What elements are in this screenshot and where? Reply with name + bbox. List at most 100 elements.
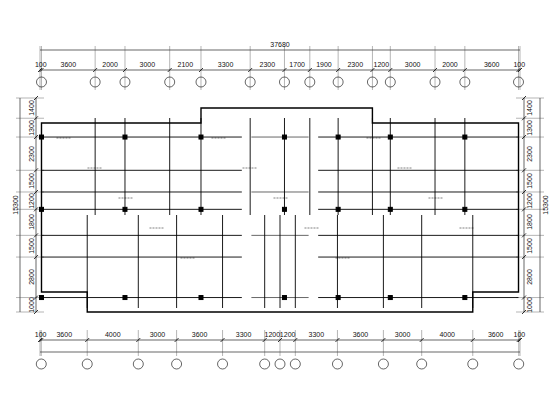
drawing-line bbox=[250, 46, 251, 90]
column bbox=[463, 207, 467, 211]
drawing-line bbox=[41, 209, 241, 210]
drawing-line bbox=[471, 338, 475, 342]
axis-circle bbox=[290, 359, 300, 369]
dimension-text: 1400 bbox=[28, 100, 35, 116]
drawing-line bbox=[522, 207, 526, 211]
column bbox=[282, 296, 286, 300]
beam-mark bbox=[118, 198, 132, 199]
drawing-line bbox=[540, 98, 541, 312]
dimension-text: 1800 bbox=[526, 215, 533, 231]
drawing-line bbox=[522, 233, 526, 237]
axis-circle bbox=[367, 77, 377, 87]
drawing-line bbox=[318, 209, 518, 210]
drawing-line bbox=[41, 235, 241, 236]
dimension-text: 1500 bbox=[526, 173, 533, 189]
drawing-line bbox=[318, 257, 518, 258]
axis-circle bbox=[378, 359, 388, 369]
drawing-line bbox=[138, 215, 139, 308]
drawing-line bbox=[335, 338, 339, 342]
dimension-text: 1200 bbox=[265, 331, 281, 338]
beam-mark bbox=[428, 198, 442, 199]
drawing-line bbox=[516, 257, 544, 258]
drawing-line bbox=[39, 338, 43, 342]
drawing-line bbox=[138, 330, 139, 356]
axis-circle bbox=[120, 77, 130, 87]
column bbox=[199, 296, 203, 300]
drawing-line bbox=[176, 330, 177, 356]
dimension-text: 1200 bbox=[374, 61, 390, 68]
dimension-text: 4000 bbox=[105, 331, 121, 338]
drawing-line bbox=[390, 118, 391, 215]
dimension-text: 3600 bbox=[484, 61, 500, 68]
beam-mark bbox=[149, 228, 163, 229]
drawing-line bbox=[222, 330, 223, 356]
drawing-line bbox=[309, 46, 310, 90]
drawing-line bbox=[518, 338, 522, 342]
dimension-text: 100 bbox=[35, 61, 47, 68]
dimension-text: 2300 bbox=[28, 146, 35, 162]
drawing-line bbox=[34, 168, 38, 172]
drawing-line bbox=[34, 233, 38, 237]
drawing-line bbox=[421, 330, 422, 356]
column bbox=[336, 207, 340, 211]
drawing-line bbox=[372, 46, 373, 90]
dimension-text: 1000 bbox=[28, 297, 35, 313]
drawing-line bbox=[284, 46, 285, 90]
axis-circle bbox=[196, 77, 206, 87]
drawing-line bbox=[421, 215, 422, 308]
drawing-line bbox=[200, 46, 201, 90]
drawing-line bbox=[282, 68, 286, 72]
drawing-line bbox=[381, 338, 385, 342]
drawing-line bbox=[221, 338, 225, 342]
drawing-line bbox=[309, 118, 310, 215]
drawing-line bbox=[250, 118, 251, 215]
drawing-line bbox=[176, 215, 177, 308]
column bbox=[282, 135, 286, 139]
drawing-line bbox=[516, 235, 544, 236]
drawing-line bbox=[41, 170, 241, 171]
drawing-line bbox=[280, 215, 281, 308]
dimension-text: 15300 bbox=[12, 195, 19, 214]
dimension-text: 37680 bbox=[270, 41, 289, 48]
column bbox=[388, 135, 392, 139]
drawing-line bbox=[123, 68, 127, 72]
drawing-line bbox=[522, 116, 526, 120]
beam-mark bbox=[459, 228, 473, 229]
drawing-line bbox=[464, 118, 465, 215]
beam-mark bbox=[397, 168, 411, 169]
drawing-line bbox=[34, 255, 38, 259]
beam-mark bbox=[304, 228, 318, 229]
dimension-text: 1200 bbox=[28, 193, 35, 209]
drawing-line bbox=[41, 191, 241, 192]
drawing-line bbox=[264, 215, 265, 308]
drawing-line bbox=[136, 338, 140, 342]
drawing-line bbox=[34, 96, 38, 100]
drawing-line bbox=[336, 68, 340, 72]
dimension-text: 3600 bbox=[61, 61, 77, 68]
dimension-text: 2000 bbox=[442, 61, 458, 68]
drawing-line bbox=[518, 68, 522, 72]
drawing-line bbox=[318, 235, 518, 236]
dimension-text: 3000 bbox=[150, 331, 166, 338]
drawing-line bbox=[516, 137, 544, 138]
drawing-line bbox=[200, 118, 201, 215]
axis-circle bbox=[260, 359, 270, 369]
drawing-line bbox=[522, 168, 526, 172]
dimension-text: 100 bbox=[513, 61, 525, 68]
drawing-line bbox=[516, 98, 544, 99]
drawing-line bbox=[251, 191, 308, 192]
axis-circle bbox=[275, 359, 285, 369]
outer-wall bbox=[41, 108, 518, 312]
drawing-line bbox=[372, 118, 373, 215]
drawing-line bbox=[41, 137, 241, 138]
column bbox=[199, 135, 203, 139]
axis-circle bbox=[245, 77, 255, 87]
axis-circle bbox=[218, 359, 228, 369]
dimension-text: 1200 bbox=[280, 331, 296, 338]
axis-circle bbox=[514, 77, 524, 87]
drawing-line bbox=[16, 118, 44, 119]
drawing-line bbox=[251, 137, 308, 138]
dimension-text: 4000 bbox=[439, 331, 455, 338]
drawing-line bbox=[41, 257, 241, 258]
drawing-line bbox=[522, 135, 526, 139]
